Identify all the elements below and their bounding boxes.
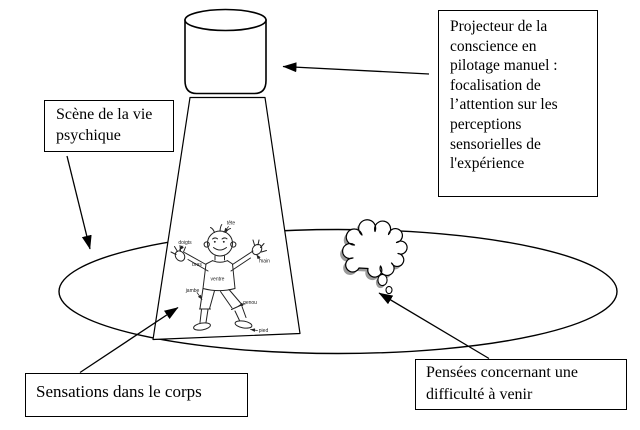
body-label-arm: bras xyxy=(192,262,202,268)
person-left-arm xyxy=(170,245,209,272)
box-text-line: Scène de la vie xyxy=(56,106,153,123)
box-text-line: l'expérience xyxy=(450,155,525,173)
body-label-pointers xyxy=(179,226,261,332)
person-figure: tête doigts bras main ventre jambe genou… xyxy=(170,221,270,335)
arrow-to-thought xyxy=(378,292,490,360)
projector-cylinder xyxy=(184,8,267,95)
thought-bubble-trail-1 xyxy=(377,273,388,287)
person-legs xyxy=(193,288,253,331)
sensations-label-box: Sensations dans le corps xyxy=(25,373,248,417)
body-label-leg: jambe xyxy=(185,288,200,294)
box-text-line: Pensées concernant une xyxy=(426,364,578,381)
projector-note-box: Projecteur de la conscience en pilotage … xyxy=(438,10,598,197)
thought-bubble-trail-2 xyxy=(385,285,393,295)
connector-arrows xyxy=(66,62,490,374)
body-label-belly: ventre xyxy=(211,277,225,283)
box-text-line: Sensations dans le corps xyxy=(36,382,202,401)
box-text-line: Projecteur de la xyxy=(450,18,548,35)
box-text-line: l’attention sur les xyxy=(450,96,558,114)
light-beam xyxy=(152,96,301,341)
stage-ellipse xyxy=(58,228,618,355)
thought-bubble xyxy=(340,219,408,295)
body-label-head: tête xyxy=(227,221,236,227)
body-label-fingers: doigts xyxy=(178,240,192,246)
body-label-foot: pied xyxy=(259,328,269,334)
box-text-line: focalisation de xyxy=(450,76,541,94)
box-text-line: psychique xyxy=(56,127,121,144)
person-right-arm xyxy=(230,239,267,272)
box-text-line: perceptions xyxy=(450,115,522,133)
box-text-line: conscience en xyxy=(450,37,537,55)
body-part-labels: tête doigts bras main ventre jambe genou… xyxy=(178,221,270,335)
arrow-to-projector xyxy=(282,62,430,75)
arrow-to-body xyxy=(79,306,179,374)
pensees-label-box: Pensées concernant une difficulté à veni… xyxy=(415,359,627,410)
body-label-hand: main xyxy=(259,259,270,265)
box-text-line: sensorielles de xyxy=(450,135,541,153)
box-text-line: pilotage manuel : xyxy=(450,57,558,75)
scene-label-box: Scène de la vie psychique xyxy=(44,100,174,152)
body-label-knee: genou xyxy=(243,300,257,306)
arrow-to-stage xyxy=(66,155,92,250)
box-text-line: difficulté à venir xyxy=(426,385,533,403)
